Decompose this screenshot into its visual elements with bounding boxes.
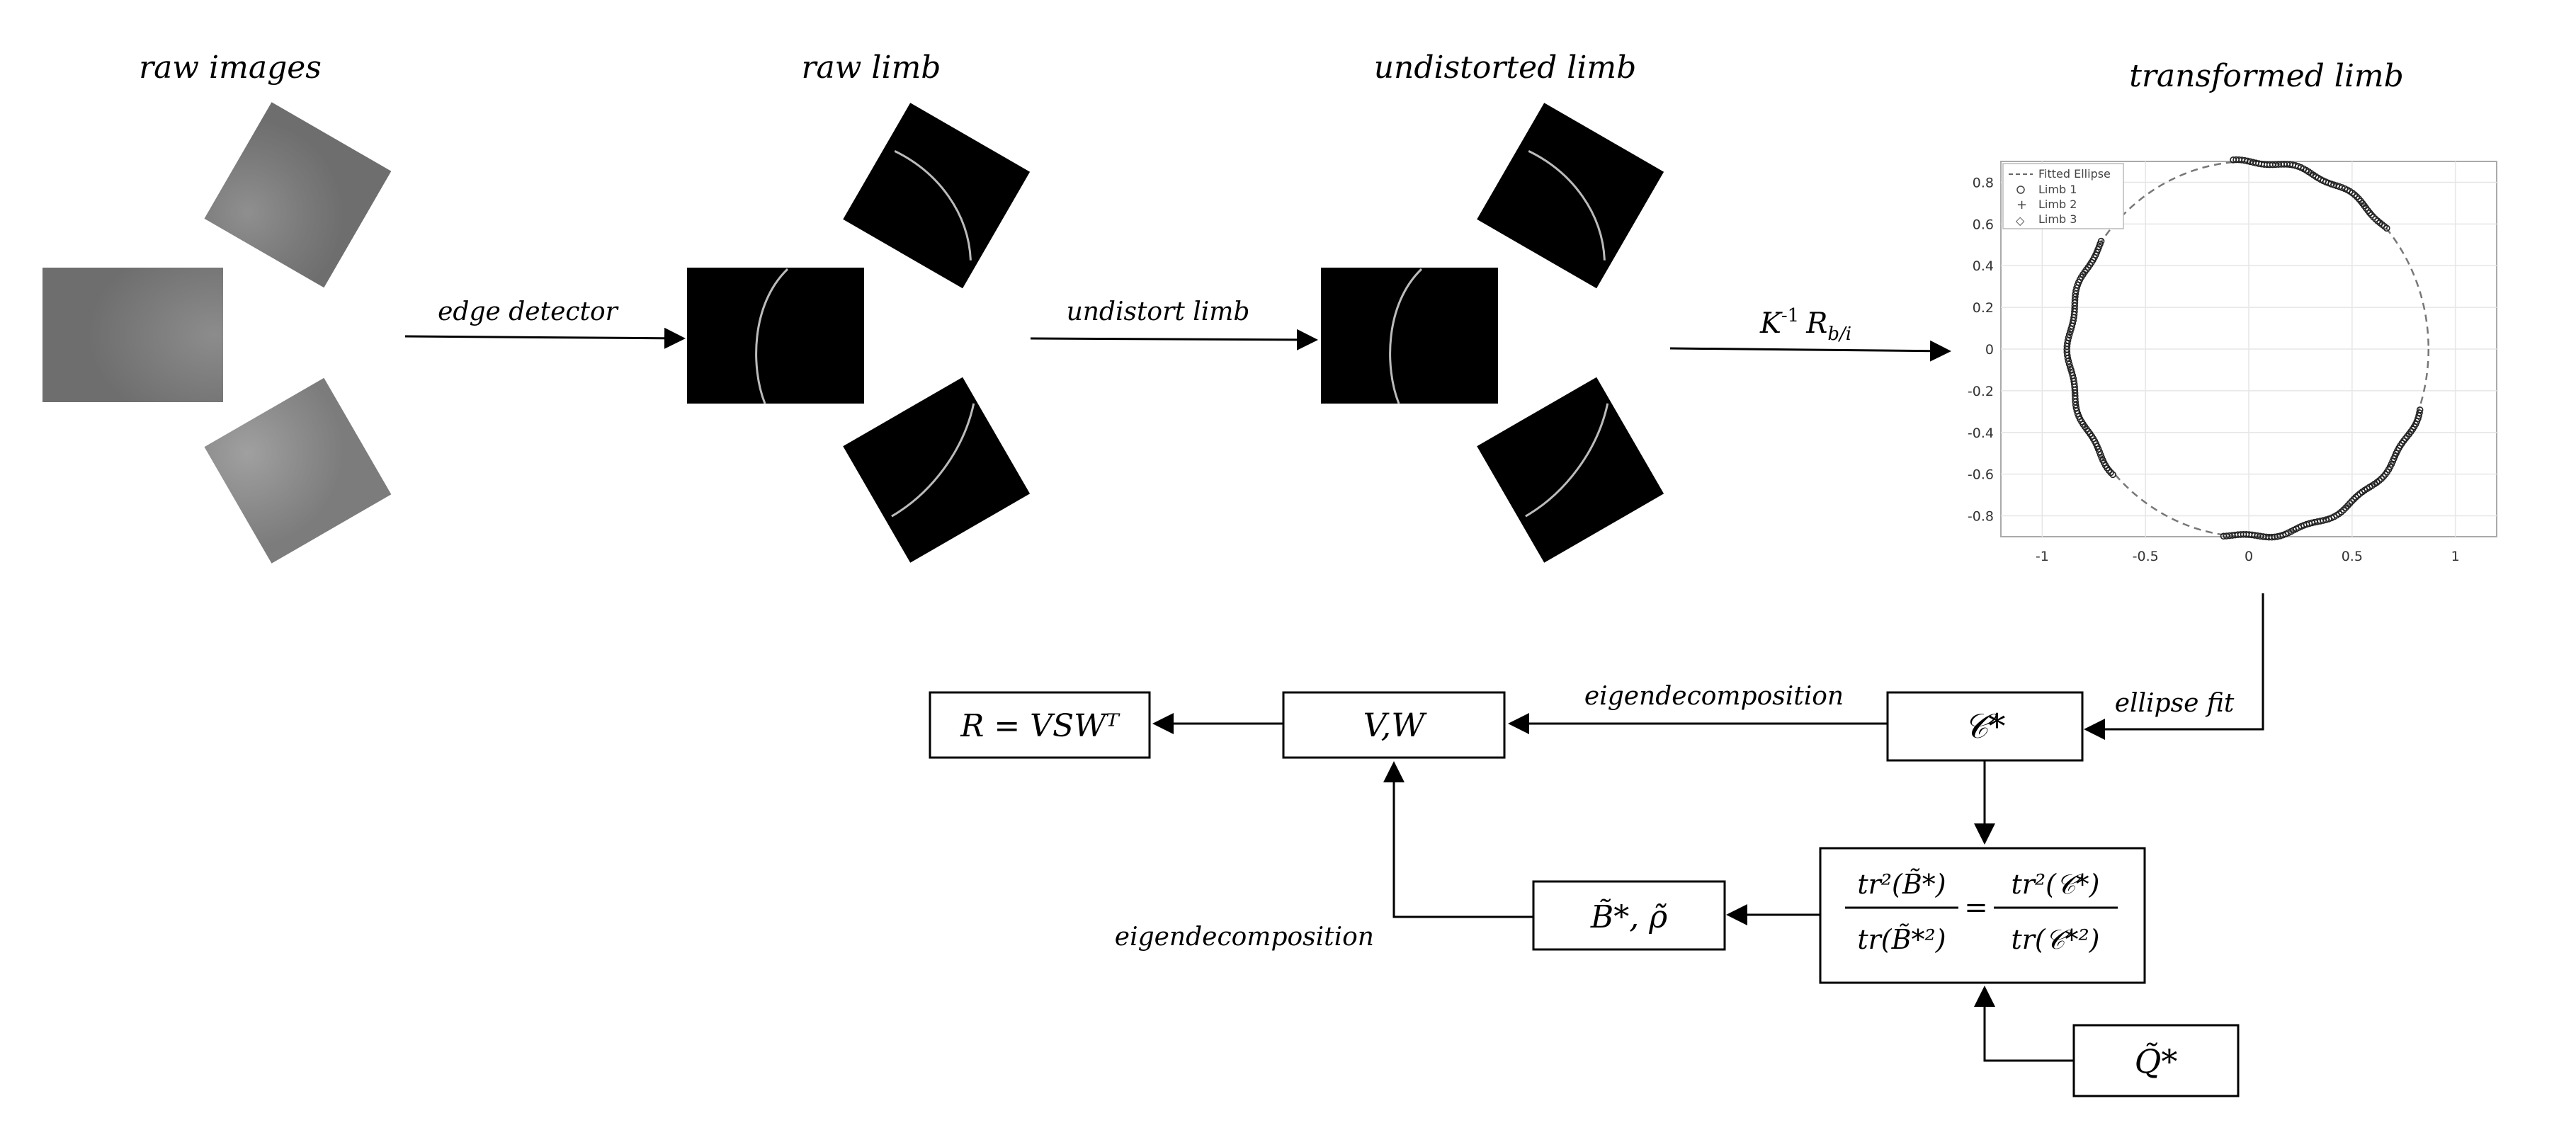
- rotation-label: R = VSWᵀ: [960, 708, 1120, 744]
- raw-limb-left: [687, 268, 864, 404]
- label-eigendecomposition-top: eigendecomposition: [1584, 682, 1844, 711]
- title-raw-limb: raw limb: [802, 50, 941, 86]
- title-undistorted-limb: undistorted limb: [1374, 50, 1637, 86]
- label-edge-detector: edge detector: [438, 297, 619, 326]
- limb-point: [2353, 193, 2361, 200]
- x-tick-label: -0.5: [2133, 549, 2159, 564]
- arrow-undistort-limb: [1030, 329, 1318, 350]
- y-tick-label: 0.4: [1973, 258, 1994, 274]
- arrow-ellipse-fit: [2084, 593, 2264, 740]
- arrow-q-to-equation: [1974, 986, 2074, 1062]
- legend-limb-3: Limb 3: [2038, 212, 2077, 226]
- y-tick-label: 0.8: [1973, 175, 1994, 190]
- legend-limb-1: Limb 1: [2038, 183, 2077, 196]
- limb-point: [2374, 217, 2381, 224]
- limb-point: [2344, 502, 2351, 510]
- title-raw-images: raw images: [139, 50, 322, 86]
- limb-series-limb-1: [2063, 237, 2116, 479]
- limb-point: [2416, 406, 2424, 413]
- b-rho-label: B̃*, ρ̃: [1590, 898, 1667, 935]
- limb-point: [2378, 475, 2385, 482]
- label-eigendecomposition-bottom: eigendecomposition: [1115, 923, 1374, 952]
- limb-point: [2350, 496, 2357, 503]
- limb-point: [2370, 213, 2377, 221]
- legend-limb-2: Limb 2: [2038, 198, 2077, 211]
- limb-point: [2109, 471, 2116, 479]
- plot-grid: [2001, 161, 2497, 537]
- limb-series-limb-3: [2230, 156, 2390, 232]
- raw-images-thumbnails: [42, 102, 392, 564]
- undistorted-limb-top: [1477, 103, 1664, 289]
- q-star-label: Q̃*: [2135, 1042, 2178, 1080]
- limb-point: [2340, 506, 2347, 513]
- rotation-box: [929, 691, 1151, 759]
- raw-image-left: [42, 268, 223, 402]
- undistorted-limb-left: [1321, 268, 1498, 404]
- label-undistort-limb: undistort limb: [1067, 297, 1250, 326]
- undistorted-limb-thumbnails: [1321, 103, 1664, 563]
- y-tick-label: -0.4: [1968, 426, 1994, 441]
- limb-point: [2342, 504, 2349, 512]
- trace-equation: tr²(B̃*) tr(B̃*²) = tr²(𝒞*) tr(𝒞*²): [1845, 869, 2118, 955]
- c-star-label: 𝒞*: [1964, 707, 2006, 746]
- limb-point: [2372, 215, 2379, 223]
- svg-text:◇: ◇: [2016, 214, 2025, 227]
- y-tick-label: 0: [1985, 342, 1994, 358]
- y-tick-label: -0.2: [1968, 384, 1994, 399]
- q-star-box: [2072, 1024, 2240, 1097]
- limb-point: [2346, 500, 2354, 507]
- vw-box: [1282, 691, 1506, 759]
- title-transformed-limb: transformed limb: [2129, 58, 2404, 94]
- svg-text:+: +: [2016, 198, 2027, 212]
- limb-series-limb-2: [2220, 406, 2424, 541]
- plot-legend: Fitted Ellipse Limb 1 + Limb 2 ◇ Limb 3: [2002, 163, 2124, 229]
- raw-limb-bottom: [843, 377, 1031, 563]
- raw-limb-thumbnails: [687, 103, 1031, 563]
- equation-box: [1819, 847, 2146, 984]
- arrow-edge-detector: [404, 327, 686, 349]
- raw-limb-top: [843, 103, 1031, 289]
- limb-point: [2348, 498, 2356, 505]
- eq-left-numerator: tr²(B̃*): [1857, 869, 1946, 900]
- limb-point: [2232, 156, 2240, 164]
- x-tick-label: 0.5: [2342, 549, 2363, 564]
- transformed-limb-plot: -1 -0.5 0 0.5 1 0.8 0.6 0.4 0.2 0 -0.2 -0.4 -0.6 -0.8…: [1968, 156, 2497, 564]
- arrow-transform: [1669, 340, 1951, 362]
- legend-fitted-ellipse: Fitted Ellipse: [2038, 167, 2111, 181]
- raw-image-bottom: [204, 377, 392, 564]
- limb-point: [2352, 493, 2359, 501]
- limb-point: [2355, 195, 2363, 202]
- raw-image-top: [204, 102, 392, 288]
- eq-right-denominator: tr(𝒞*²): [2011, 924, 2099, 955]
- y-tick-label: 0.6: [1973, 217, 1994, 232]
- b-rho-box: [1532, 880, 1726, 951]
- plot-tick-labels: -1 -0.5 0 0.5 1 0.8 0.6 0.4 0.2 0 -0.2 -0.4 -0.6 -0.8: [1968, 175, 2460, 564]
- eq-equals: =: [1964, 891, 1988, 924]
- limb-point: [2230, 156, 2237, 164]
- y-tick-label: 0.2: [1973, 300, 1994, 316]
- label-ellipse-fit: ellipse fit: [2115, 689, 2235, 718]
- eq-right-numerator: tr²(𝒞*): [2011, 869, 2099, 900]
- x-tick-label: -1: [2036, 549, 2049, 564]
- arrow-eigen-bottom: [1383, 761, 1533, 918]
- fitted-ellipse-curve: [2068, 160, 2429, 538]
- limb-points: [2063, 156, 2424, 541]
- limb-point: [2107, 469, 2114, 477]
- undistorted-limb-bottom: [1477, 377, 1664, 563]
- x-tick-label: 0: [2245, 549, 2253, 564]
- x-tick-label: 1: [2451, 549, 2460, 564]
- y-tick-label: -0.8: [1968, 509, 1994, 525]
- y-tick-label: -0.6: [1968, 467, 1994, 483]
- eq-left-denominator: tr(B̃*²): [1857, 924, 1946, 955]
- vw-label: V,W: [1363, 706, 1427, 744]
- c-star-box: [1886, 691, 2084, 762]
- limb-point: [2416, 409, 2423, 416]
- fitted-ellipse: [2068, 160, 2429, 538]
